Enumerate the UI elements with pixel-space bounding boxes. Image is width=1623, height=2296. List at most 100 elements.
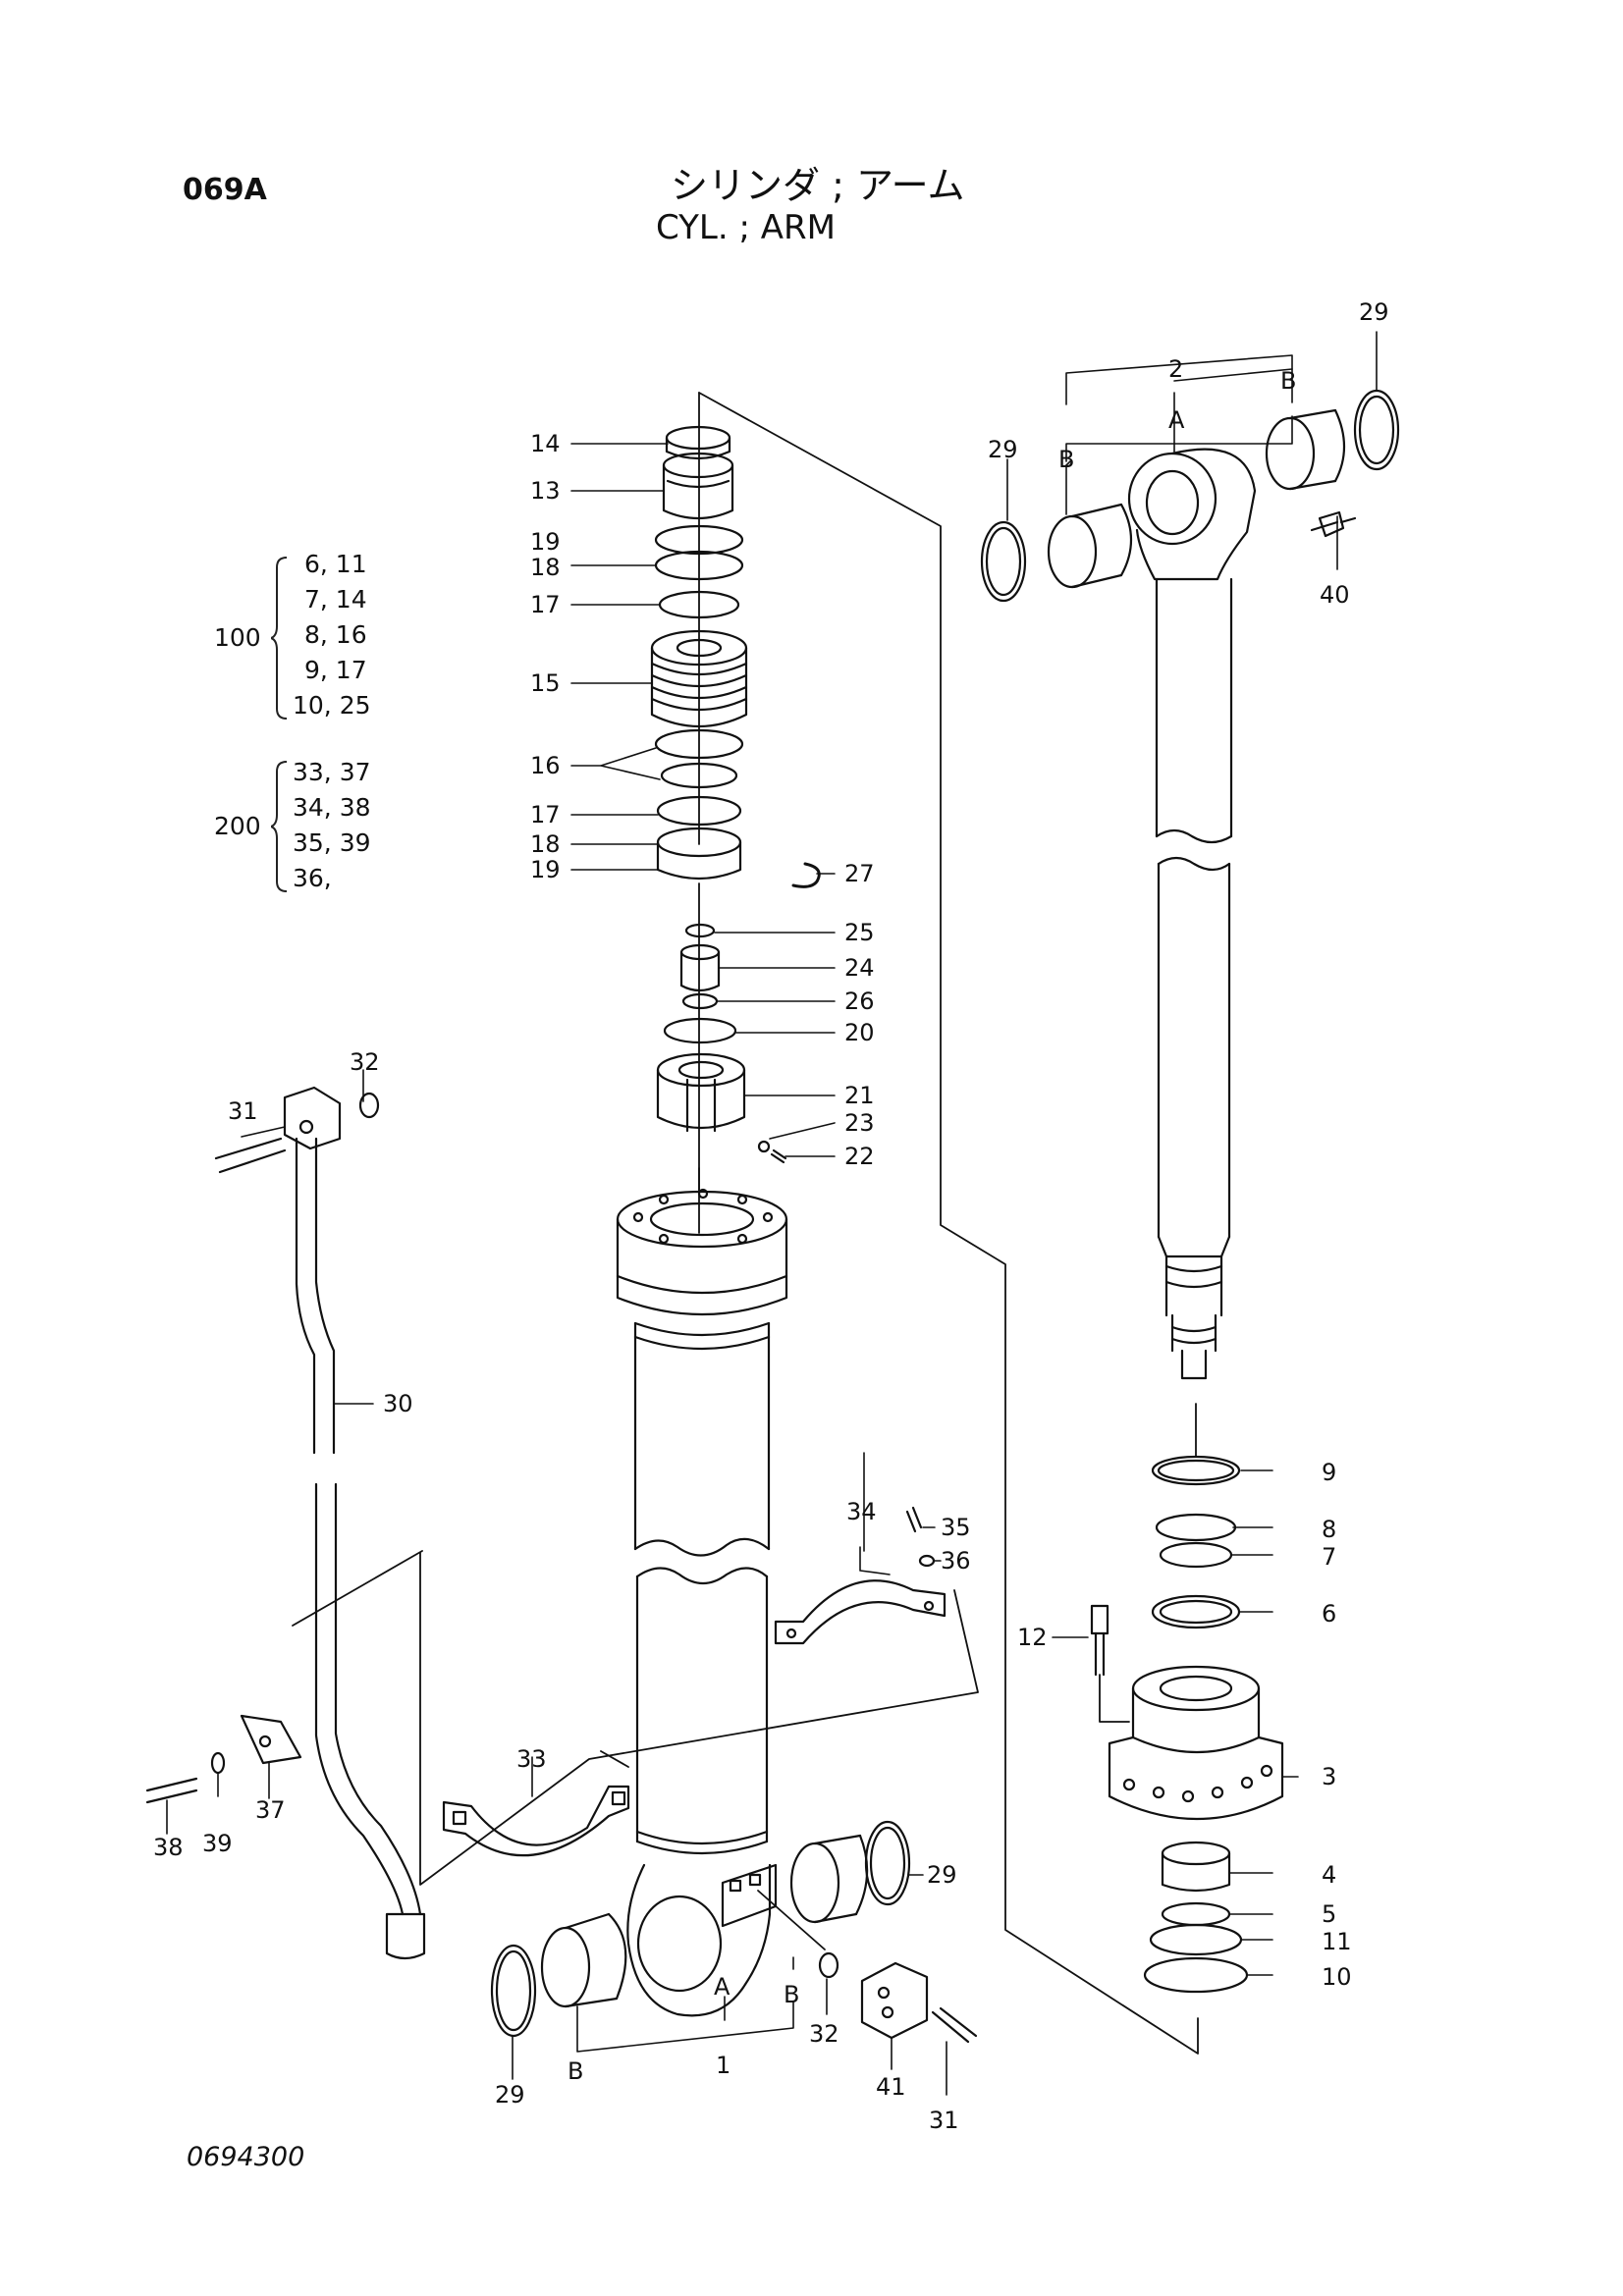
part-29-seal-lower-left xyxy=(490,1944,537,2038)
kit-parts-line: 10, 25 xyxy=(293,691,371,720)
callout-35: 35 xyxy=(941,1514,971,1541)
cylinder-tube-lower xyxy=(635,1567,769,1855)
callout-23: 23 xyxy=(844,1109,875,1137)
seal-rings-right xyxy=(1151,1455,1241,1629)
bushing-B-lower-right xyxy=(789,1834,869,1924)
callout-13: 13 xyxy=(530,477,561,505)
cylinder-head-flange xyxy=(616,1188,788,1316)
part-12-bolt xyxy=(1090,1604,1109,1677)
callout-25: 25 xyxy=(844,919,875,946)
kit-number: 200 xyxy=(214,812,261,840)
callout-39: 39 xyxy=(202,1830,233,1857)
leader-lines xyxy=(166,331,1378,2096)
part-34-band-upper xyxy=(774,1579,947,1645)
callout-5: 5 xyxy=(1322,1900,1336,1928)
kit-parts-line: 8, 16 xyxy=(304,620,367,649)
callout-6: 6 xyxy=(1322,1600,1336,1628)
part-41-flange-block xyxy=(818,1951,978,2044)
part-14-ring xyxy=(665,425,731,460)
cylinder-tube-upper xyxy=(633,1321,771,1557)
assembly-guide-lines xyxy=(292,392,1199,2055)
part-33-band-lower xyxy=(442,1785,630,1857)
callout-B: B xyxy=(784,1981,799,2008)
rod-upper xyxy=(1155,577,1233,844)
kit-number: 100 xyxy=(214,623,261,652)
callout-14: 14 xyxy=(530,430,561,457)
callout-32: 32 xyxy=(350,1048,380,1076)
callout-31: 31 xyxy=(929,2107,959,2134)
part-3-rod-cover xyxy=(1108,1665,1284,1821)
callout-A: A xyxy=(714,1973,730,2001)
callout-17: 17 xyxy=(530,591,561,618)
rod-lower xyxy=(1157,856,1231,1380)
part-25-26-24-20 xyxy=(663,923,737,1044)
part-2-piston-rod-eye xyxy=(1127,448,1339,581)
callout-18: 18 xyxy=(530,554,561,581)
callout-20: 20 xyxy=(844,1019,875,1046)
kit-parts-line: 36, xyxy=(293,864,332,892)
callout-40: 40 xyxy=(1320,581,1350,609)
bushing-B-upper-left xyxy=(1047,503,1132,589)
kit-brace xyxy=(271,761,288,892)
part-4-5-11-10-lower-rings xyxy=(1143,1841,1249,1994)
part-30-pipe xyxy=(295,1137,426,1960)
callout-2: 2 xyxy=(1168,355,1183,383)
callout-labels: 14 13 19 18 17 15 16 17 18 19 27 25 24 2… xyxy=(153,298,1389,2134)
callout-26: 26 xyxy=(844,988,875,1015)
callout-17: 17 xyxy=(530,801,561,828)
callout-29: 29 xyxy=(988,436,1018,463)
title-japanese: シリンダ ; アーム xyxy=(671,164,965,207)
kit-parts-line: 7, 14 xyxy=(304,585,367,614)
callout-8: 8 xyxy=(1322,1516,1336,1543)
callout-30: 30 xyxy=(383,1390,413,1417)
callout-21: 21 xyxy=(844,1082,875,1109)
callout-4: 4 xyxy=(1322,1861,1336,1889)
part-13-bushing xyxy=(662,452,734,520)
callout-34: 34 xyxy=(846,1498,877,1525)
callout-B: B xyxy=(568,2057,583,2085)
bushing-B-upper-right xyxy=(1265,408,1345,491)
page-code: 069A xyxy=(183,173,267,207)
callout-7: 7 xyxy=(1322,1543,1336,1571)
callout-B: B xyxy=(1058,446,1074,473)
kit-brace xyxy=(271,557,288,720)
bushing-B-lower-left xyxy=(540,1912,627,2008)
callout-1: 1 xyxy=(716,2052,730,2079)
callout-41: 41 xyxy=(876,2073,906,2101)
callout-29: 29 xyxy=(495,2081,525,2109)
kit-parts-line: 9, 17 xyxy=(304,656,367,684)
callout-10: 10 xyxy=(1322,1963,1352,1991)
callout-16: 16 xyxy=(530,752,561,779)
callout-32: 32 xyxy=(809,2020,839,2048)
title-english: CYL. ; ARM xyxy=(656,208,836,247)
callout-33: 33 xyxy=(516,1745,547,1773)
kit-parts-line: 35, 39 xyxy=(293,828,371,857)
callout-18: 18 xyxy=(530,830,561,858)
callout-29: 29 xyxy=(927,1861,957,1889)
part-29-seal-lower-right xyxy=(864,1820,911,1906)
callout-31: 31 xyxy=(228,1097,258,1125)
drawing-number: 0694300 xyxy=(187,2142,305,2172)
callout-38: 38 xyxy=(153,1834,184,1861)
callout-3: 3 xyxy=(1322,1763,1336,1790)
callout-37: 37 xyxy=(255,1796,286,1824)
part-21-nut xyxy=(656,1052,787,1164)
callout-29: 29 xyxy=(1359,298,1389,326)
callout-A: A xyxy=(1168,406,1185,434)
part-35-36-bolt-washer xyxy=(905,1506,936,1568)
callout-9: 9 xyxy=(1322,1459,1336,1486)
part-31-upper-flange-block xyxy=(214,1086,380,1174)
seal-kit-100: 100 6, 11 7, 14 8, 16 9, 17 10, 25 xyxy=(214,548,391,724)
callout-36: 36 xyxy=(941,1547,971,1575)
kit-parts-line: 34, 38 xyxy=(293,793,371,822)
part-27-snap-ring xyxy=(791,862,821,888)
callout-22: 22 xyxy=(844,1143,875,1170)
part-1-cylinder-bottom-eye xyxy=(626,1863,778,2017)
callout-27: 27 xyxy=(844,860,875,887)
callout-B: B xyxy=(1280,367,1296,395)
callout-24: 24 xyxy=(844,954,875,982)
part-37-38-39-clip xyxy=(145,1714,302,1804)
callout-19: 19 xyxy=(530,528,561,556)
kit-parts-line: 33, 37 xyxy=(293,758,371,786)
